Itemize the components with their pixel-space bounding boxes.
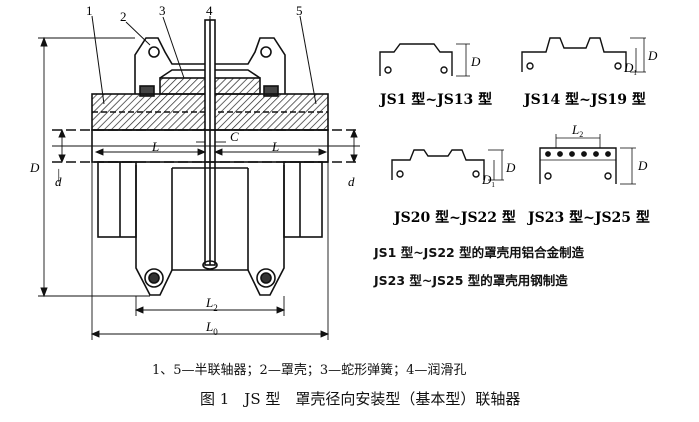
dim-L-right: L xyxy=(271,139,279,154)
cover-bolt-bottom-right xyxy=(256,268,276,288)
dim-L0-main: L0 xyxy=(205,319,218,337)
note-steel: JS23 型~JS25 型的罩壳用钢制造 xyxy=(374,273,568,288)
dim-d-left: d xyxy=(55,174,62,189)
figure-caption: 图 1 JS 型 罩壳径向安装型（基本型）联轴器 xyxy=(200,390,521,408)
dim-C: C xyxy=(230,129,239,144)
variant-js1-D: D xyxy=(470,54,481,69)
cover-bolt-bottom-left xyxy=(144,268,164,288)
callout-5: 5 xyxy=(296,3,303,18)
callout-leaders xyxy=(91,15,317,105)
variant-js20-D1: D1 xyxy=(481,172,495,189)
dim-d-left-prefix: — xyxy=(50,168,65,183)
variant-label-js1-js13: JS1 型~JS13 型 xyxy=(378,91,492,108)
variant-js20-js22-profile xyxy=(391,149,504,181)
coupling-main-view xyxy=(52,19,360,296)
dim-L2-main: L2 xyxy=(205,295,218,313)
parts-legend: 1、5—半联轴器；2—罩壳；3—蛇形弹簧；4—润滑孔 xyxy=(152,363,467,378)
variant-label-js23-js25: JS23 型~JS25 型 xyxy=(526,209,650,226)
variant-js1-js13-profile xyxy=(379,43,470,77)
cover-bottom-outline xyxy=(135,165,285,296)
dimension-lines xyxy=(38,36,358,340)
dim-d-right: d xyxy=(348,174,355,189)
callout-2: 2 xyxy=(120,9,127,24)
variant-label-js20-js22: JS20 型~JS22 型 xyxy=(392,209,516,226)
variant-js14-js19-profile xyxy=(521,37,646,73)
callout-4: 4 xyxy=(206,3,213,18)
variant-label-js14-js19: JS14 型~JS19 型 xyxy=(522,91,646,108)
cover-bolt-hole-left xyxy=(148,46,160,58)
variant-js14-D: D xyxy=(647,48,658,63)
variant-js14-D1: D1 xyxy=(623,60,637,77)
lube-hole-opening xyxy=(202,260,218,270)
note-aluminum: JS1 型~JS22 型的罩壳用铝合金制造 xyxy=(374,245,585,260)
dim-L-left: L xyxy=(151,139,159,154)
variant-js23-js25-profile xyxy=(539,134,636,185)
left-hub-body xyxy=(97,161,137,238)
callout-3: 3 xyxy=(159,3,166,18)
dim-D-main: D xyxy=(29,160,40,175)
variant-js20-D: D xyxy=(505,160,516,175)
variant-js23-L2: L2 xyxy=(571,122,583,139)
cover-bolt-hole-right xyxy=(260,46,272,58)
variant-js23-D: D xyxy=(637,158,648,173)
right-hub-body xyxy=(283,161,323,238)
callout-1: 1 xyxy=(86,3,93,18)
